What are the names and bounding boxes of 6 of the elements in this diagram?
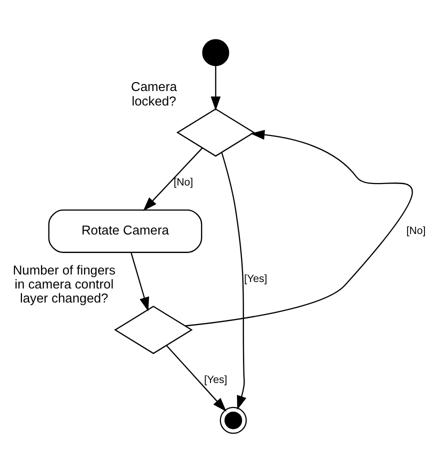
edge-label: [No]: [174, 176, 194, 188]
edge-label: [Yes]: [244, 272, 268, 284]
node-label: Camera locked?: [131, 78, 177, 108]
edge-label: [No]: [406, 224, 426, 236]
node-label: Number of fingers in camera control layer changed?: [12, 262, 116, 306]
edge-label: [Yes]: [204, 374, 228, 386]
